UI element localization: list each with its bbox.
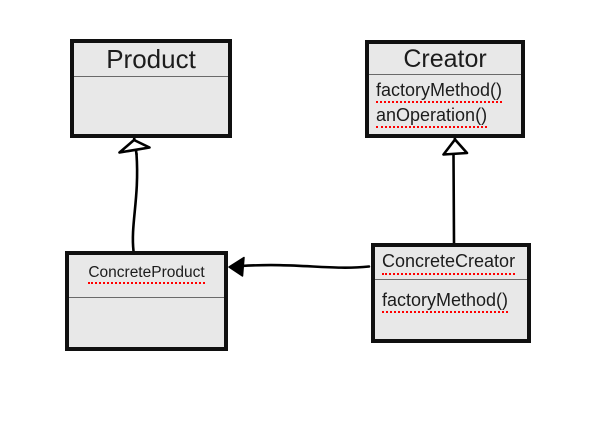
- class-title-product: Product: [106, 44, 196, 74]
- class-header-concrete-product: ConcreteProduct: [69, 255, 224, 298]
- class-body-concrete-product: [69, 298, 224, 347]
- class-box-concrete-product: ConcreteProduct: [65, 251, 228, 351]
- generalization-line-concreteproduct-product: [131, 152, 139, 253]
- class-title-creator: Creator: [403, 44, 487, 73]
- class-header-creator: Creator: [369, 44, 521, 75]
- class-box-concrete-creator: ConcreteCreator factoryMethod(): [371, 243, 531, 343]
- class-title-concrete-creator: ConcreteCreator: [382, 251, 516, 275]
- association-line-concretecreator-concreteproduct: [239, 263, 371, 269]
- class-box-creator: Creator factoryMethod() anOperation(): [365, 40, 525, 138]
- hollow-triangle-arrowhead-product: [118, 138, 151, 154]
- method-label: factoryMethod(): [376, 78, 521, 103]
- method-label: anOperation(): [376, 103, 521, 128]
- filled-arrowhead-concreteproduct: [228, 256, 245, 277]
- generalization-line-concretecreator-creator: [452, 152, 456, 245]
- class-body-product: [74, 77, 228, 134]
- method-label: factoryMethod(): [382, 290, 527, 314]
- class-title-concrete-product: ConcreteProduct: [88, 264, 205, 285]
- hollow-triangle-arrowhead-creator: [442, 138, 469, 156]
- class-header-concrete-creator: ConcreteCreator: [375, 247, 527, 280]
- class-body-concrete-creator: factoryMethod(): [375, 280, 527, 339]
- class-body-creator: factoryMethod() anOperation(): [369, 75, 521, 134]
- class-box-product: Product: [70, 39, 232, 138]
- class-header-product: Product: [74, 43, 228, 77]
